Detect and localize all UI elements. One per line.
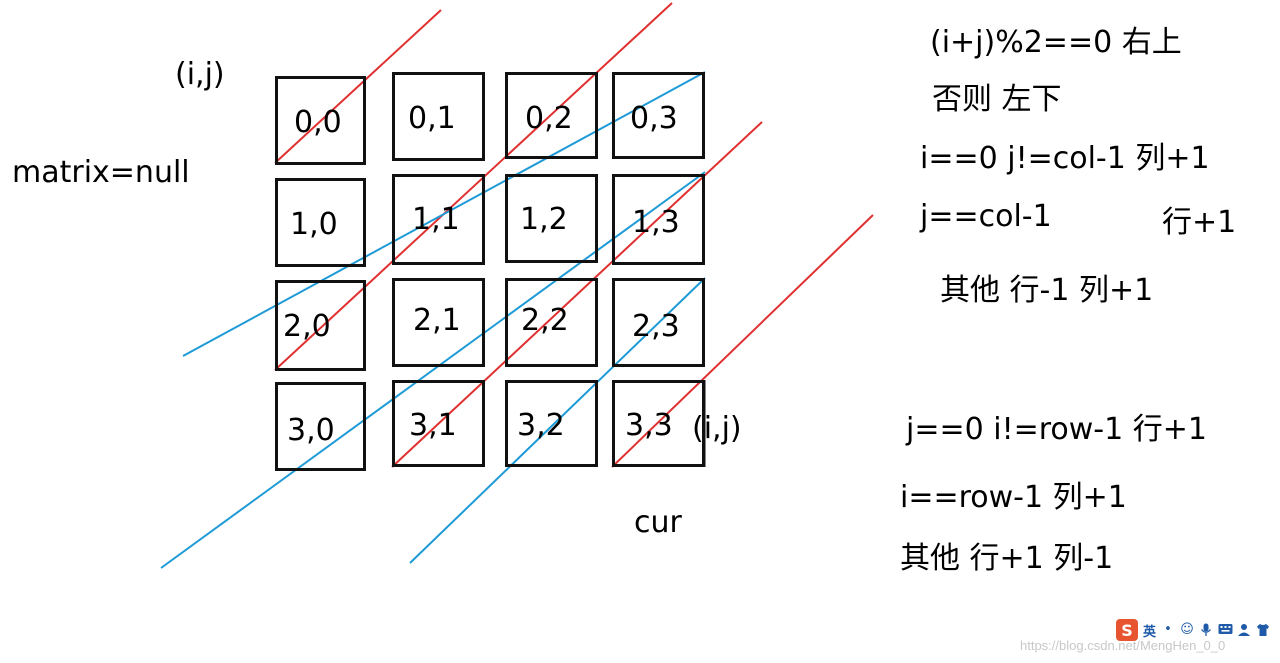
ime-language-toggle[interactable]: 英 xyxy=(1143,624,1157,640)
cell-label-3-1: 3,1 xyxy=(409,408,457,443)
grid-cell xyxy=(392,278,485,367)
cell-label-3-2: 3,2 xyxy=(517,408,565,443)
cell-label-0-1: 0,1 xyxy=(408,101,456,136)
blue-diagonal-3 xyxy=(409,277,706,564)
keyboard-icon[interactable] xyxy=(1218,623,1233,637)
grid-cell xyxy=(612,72,705,159)
cell-label-2-3: 2,3 xyxy=(632,309,680,344)
cell-label-3-0: 3,0 xyxy=(287,413,335,448)
rule-top-row: i==0 j!=col-1 列+1 xyxy=(920,141,1210,176)
cell-label-1-3: 1,3 xyxy=(632,205,680,240)
cell-label-1-1: 1,1 xyxy=(412,202,460,237)
grid-cell xyxy=(612,278,705,367)
rule-last-row: i==row-1 列+1 xyxy=(900,480,1127,515)
watermark-url: https://blog.csdn.net/MengHen_0_0 xyxy=(1020,638,1226,653)
grid-cell xyxy=(275,382,366,471)
microphone-icon[interactable] xyxy=(1199,623,1213,637)
grid-cell xyxy=(275,178,366,267)
grid-cell xyxy=(505,380,598,467)
rule-last-col: j==col-1 xyxy=(920,199,1052,234)
cell-label-0-2: 0,2 xyxy=(525,101,573,136)
grid-cell xyxy=(275,76,366,165)
rule-else-up-right: 其他 行-1 列+1 xyxy=(940,273,1154,308)
grid-cell xyxy=(612,174,705,265)
user-icon[interactable] xyxy=(1237,623,1251,637)
ij-side-label: (i,j) xyxy=(692,411,742,446)
red-diagonal-1 xyxy=(274,9,442,164)
grid-cell xyxy=(275,280,366,371)
ij-top-label: (i,j) xyxy=(175,57,225,92)
shirt-icon[interactable] xyxy=(1256,623,1270,637)
ime-toolbar[interactable]: S 英 • ☺ xyxy=(1116,617,1280,643)
rule-else-down-left: 否则 左下 xyxy=(932,82,1062,117)
sogou-logo-icon[interactable]: S xyxy=(1116,619,1138,641)
punctuation-icon[interactable]: • xyxy=(1164,622,1172,637)
grid-cell xyxy=(392,174,485,265)
grid-cell xyxy=(505,278,598,367)
matrix-null-label: matrix=null xyxy=(12,155,190,190)
cell-label-2-2: 2,2 xyxy=(521,303,569,338)
cell-label-2-0: 2,0 xyxy=(283,309,331,344)
cell-label-0-3: 0,3 xyxy=(630,101,678,136)
rule-last-col-action: 行+1 xyxy=(1162,205,1237,240)
blue-diagonal-1 xyxy=(182,71,706,357)
grid-cell xyxy=(612,380,705,467)
grid-cell xyxy=(505,72,598,159)
cell-label-1-0: 1,0 xyxy=(290,207,338,242)
rule-first-col: j==0 i!=row-1 行+1 xyxy=(906,412,1207,447)
emoji-icon[interactable]: ☺ xyxy=(1180,622,1194,637)
red-diagonal-3 xyxy=(391,121,763,468)
red-diagonal-4 xyxy=(611,214,874,468)
red-diagonal-2 xyxy=(274,2,673,371)
grid-cell xyxy=(392,72,485,161)
cell-label-0-0: 0,0 xyxy=(294,105,342,140)
cur-label: cur xyxy=(634,505,682,540)
rule-else-down-left-move: 其他 行+1 列-1 xyxy=(900,541,1114,576)
cell-label-1-2: 1,2 xyxy=(520,202,568,237)
grid-cell xyxy=(505,174,598,263)
cell-label-3-3: 3,3 xyxy=(625,408,673,443)
rule-parity: (i+j)%2==0 右上 xyxy=(930,25,1182,60)
grid-cell xyxy=(392,380,485,467)
cell-label-2-1: 2,1 xyxy=(413,303,461,338)
